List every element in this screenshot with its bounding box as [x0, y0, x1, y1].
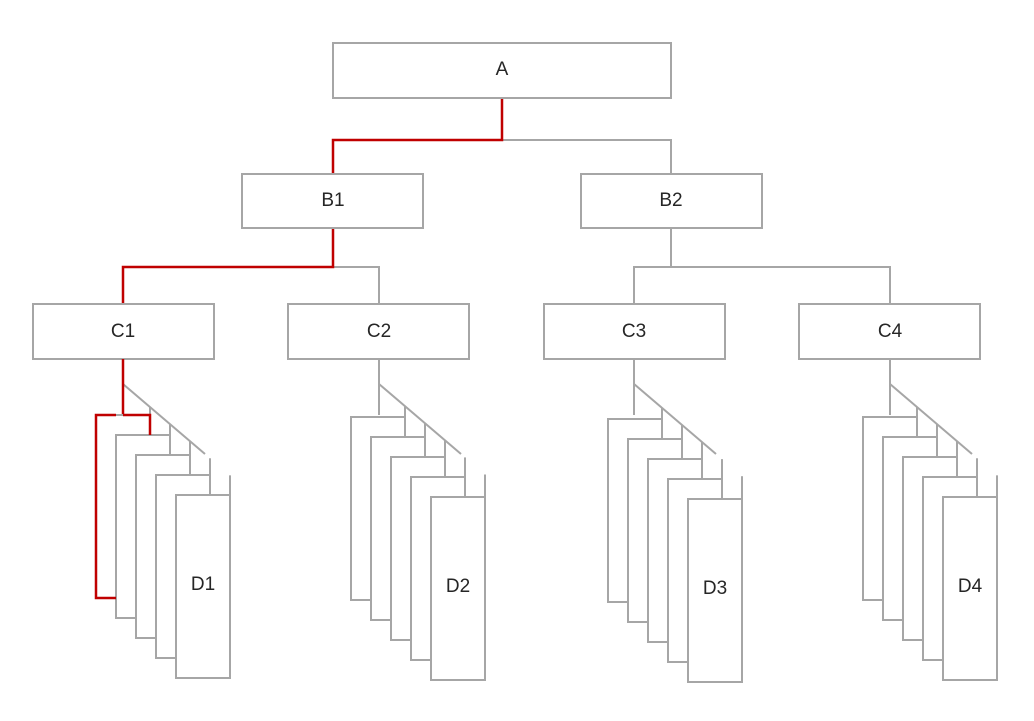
d-stack-label: D1	[191, 574, 215, 595]
node-b1-label: B1	[321, 190, 344, 211]
d-stack-4: D4	[862, 359, 998, 681]
d-page	[175, 494, 231, 679]
node-a-label: A	[496, 59, 509, 80]
edge-b2-c3c4	[633, 228, 891, 304]
node-c3-label: C3	[622, 321, 646, 342]
stack-connector-diagonal	[122, 383, 206, 455]
d-stack-label: D3	[703, 578, 727, 599]
node-b2: B2	[580, 173, 763, 229]
node-c3: C3	[543, 303, 726, 360]
node-c1-label: C1	[111, 321, 135, 342]
node-a: A	[332, 42, 672, 99]
d-page	[687, 498, 743, 683]
stack-highlight-top	[123, 413, 152, 435]
tree-edges	[121, 98, 891, 304]
d-stack-2: D2	[350, 359, 486, 681]
node-c2-label: C2	[367, 321, 391, 342]
node-c1: C1	[32, 303, 215, 360]
d-page	[430, 496, 486, 681]
d-stack-label: D2	[446, 576, 470, 597]
node-c2: C2	[287, 303, 470, 360]
edge-a-b2	[502, 139, 672, 174]
node-b2-label: B2	[659, 190, 682, 211]
d-stack-1: D1	[94, 359, 231, 679]
d-stacks: D1 D2 D3 D4	[94, 359, 998, 683]
node-b1: B1	[241, 173, 424, 229]
stack-connector-diagonal	[889, 383, 973, 455]
d-page	[942, 496, 998, 681]
edge-a-b1	[331, 98, 504, 174]
stack-highlight-page	[94, 413, 116, 600]
stack-connector-diagonal	[378, 383, 462, 455]
d-stack-3: D3	[607, 359, 743, 683]
node-c4: C4	[798, 303, 981, 360]
d-stack-label: D4	[958, 576, 983, 597]
edge-b1-c2	[333, 266, 380, 304]
node-c4-label: C4	[878, 321, 903, 342]
edge-b1-c1	[121, 228, 335, 304]
